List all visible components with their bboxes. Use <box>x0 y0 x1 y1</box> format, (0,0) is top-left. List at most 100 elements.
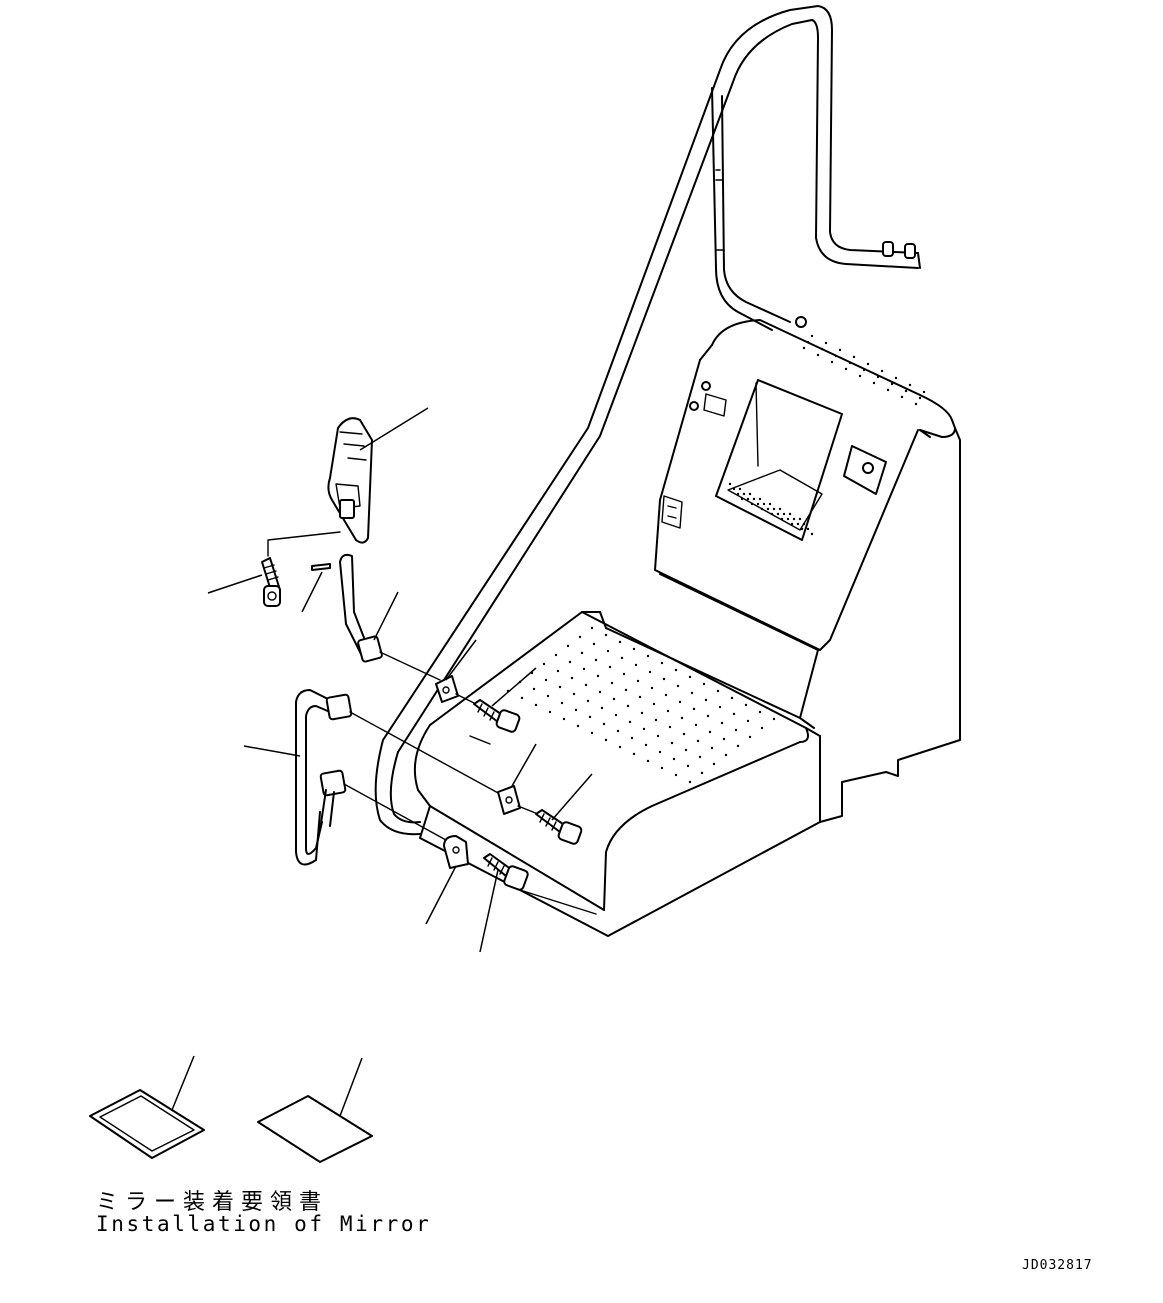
grating-dot <box>686 764 690 768</box>
grating-dot <box>786 517 790 521</box>
grating-dot <box>810 532 814 536</box>
bolt-icon <box>474 700 520 733</box>
grating-dot <box>656 734 660 738</box>
grating-dot <box>806 527 810 531</box>
grating-dot <box>682 732 686 736</box>
grating-dot <box>710 746 714 750</box>
manual-booklet-icon <box>90 1090 204 1158</box>
grating-dot <box>590 626 594 630</box>
bolt-icon <box>536 810 582 845</box>
grating-dot <box>554 653 558 657</box>
grating-dot <box>584 683 588 687</box>
grating-dot <box>810 334 814 338</box>
grating-dot <box>756 502 760 506</box>
grating-dot <box>704 698 708 702</box>
grating-dot <box>626 704 630 708</box>
grating-dot <box>862 368 866 372</box>
grating-dot <box>676 684 680 688</box>
grating-dot <box>600 706 604 710</box>
grating-dot <box>624 688 628 692</box>
grating-dot <box>866 362 870 366</box>
grating-dot <box>576 724 580 728</box>
grating-dot <box>638 695 642 699</box>
grating-dot <box>572 692 576 696</box>
grating-dot <box>844 367 848 371</box>
leader-line <box>480 870 498 952</box>
drawing-number: JD032817 <box>1022 1258 1093 1273</box>
grating-dot <box>628 720 632 724</box>
grating-dot <box>680 716 684 720</box>
clamp-icon <box>444 836 468 868</box>
grating-dot <box>696 739 700 743</box>
pin-icon <box>312 564 330 570</box>
grating-dot <box>752 497 756 501</box>
grating-dot <box>782 512 786 516</box>
grating-dot <box>890 382 894 386</box>
grating-dot <box>662 677 666 681</box>
grating-dot <box>594 658 598 662</box>
grating-dot <box>908 383 912 387</box>
grating-dot <box>674 773 678 777</box>
grating-dot <box>620 656 624 660</box>
grating-dot <box>570 676 574 680</box>
grating-dot <box>672 757 676 761</box>
grating-dot <box>852 355 856 359</box>
grating-dot <box>520 696 524 700</box>
bolt-icon <box>262 558 280 606</box>
grating-dot <box>582 667 586 671</box>
grating-dot <box>534 703 538 707</box>
leader-line <box>360 408 428 450</box>
grating-dot <box>632 647 636 651</box>
grating-dot <box>708 730 712 734</box>
grating-dot <box>606 649 610 653</box>
grating-dot <box>792 517 796 521</box>
grating-dot <box>732 712 736 716</box>
grating-dot <box>736 492 740 496</box>
grating-dot <box>694 723 698 727</box>
leader-line <box>302 572 322 612</box>
grating-dot <box>558 685 562 689</box>
grating-dot <box>734 728 738 732</box>
grating-dot <box>746 497 750 501</box>
grating-dot <box>658 750 662 754</box>
grating-dot <box>678 700 682 704</box>
grating-dot <box>746 719 750 723</box>
grating-dot <box>730 696 734 700</box>
grating-dot <box>716 689 720 693</box>
mirror-icon <box>328 418 372 542</box>
grating-dot <box>800 527 804 531</box>
grating-dot <box>728 482 732 486</box>
grating-dot <box>788 512 792 516</box>
grating-dot <box>922 390 926 394</box>
grating-dot <box>738 487 742 491</box>
grating-dot <box>778 507 782 511</box>
leader-line <box>512 744 536 786</box>
grating-dot <box>646 654 650 658</box>
grating-dot <box>706 714 710 718</box>
grating-dot <box>762 502 766 506</box>
grating-dot <box>802 522 806 526</box>
grating-dot <box>568 660 572 664</box>
grating-dot <box>548 710 552 714</box>
assembly-line <box>350 712 500 794</box>
grating-dot <box>712 762 716 766</box>
grating-dot <box>630 736 634 740</box>
grating-dot <box>604 738 608 742</box>
assembly-line <box>470 736 490 744</box>
grating-dot <box>674 668 678 672</box>
bolt-icon <box>484 854 529 891</box>
manual-title-english: Installation of Mirror <box>96 1212 432 1236</box>
grating-dot <box>858 374 862 378</box>
clamp-icon <box>498 786 520 814</box>
grating-dot <box>886 388 890 392</box>
grating-dot <box>670 741 674 745</box>
grating-dot <box>914 402 918 406</box>
grating-dot <box>838 348 842 352</box>
grating-dot <box>632 752 636 756</box>
grating-dot <box>790 522 794 526</box>
handrail-bracket-icon <box>296 690 352 865</box>
grating-dot <box>622 672 626 676</box>
grating-dot <box>736 744 740 748</box>
grating-dot <box>742 492 746 496</box>
